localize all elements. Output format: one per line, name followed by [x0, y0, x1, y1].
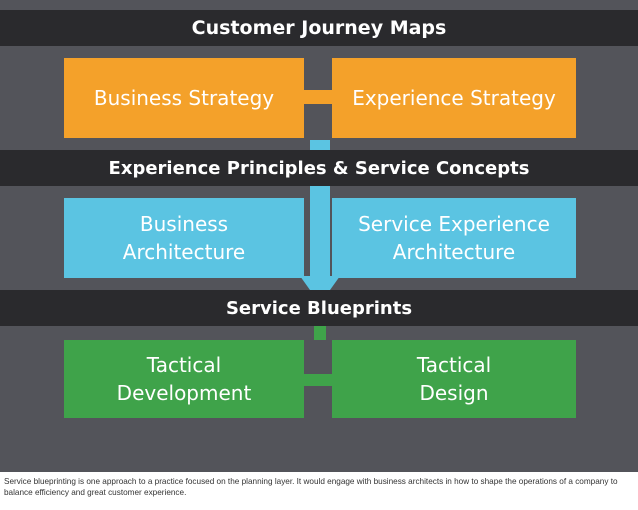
slide-caption: Service blueprinting is one approach to … [4, 477, 618, 497]
box-tactical-design: Tactical Design [332, 340, 576, 418]
band-service-blueprints: Service Blueprints [0, 290, 638, 326]
band-customer-journey-maps: Customer Journey Maps [0, 10, 638, 46]
orange-link [300, 90, 340, 104]
box-business-architecture-label: Business Architecture [122, 212, 246, 264]
diagram-slide: Customer Journey Maps Business Strategy … [0, 0, 638, 472]
band-middle-label: Experience Principles & Service Concepts [108, 157, 530, 179]
box-tactical-development: Tactical Development [64, 340, 304, 418]
box-service-experience-architecture: Service Experience Architecture [332, 198, 576, 278]
band-top-label: Customer Journey Maps [191, 17, 447, 39]
box-service-experience-architecture-label: Service Experience Architecture [358, 212, 550, 264]
box-experience-strategy-label: Experience Strategy [352, 86, 556, 110]
box-business-strategy: Business Strategy [64, 58, 304, 138]
box-business-architecture: Business Architecture [64, 198, 304, 278]
green-vertical-link [314, 326, 326, 340]
box-business-strategy-label: Business Strategy [93, 86, 275, 110]
box-tactical-design-label: Tactical Design [416, 353, 492, 405]
box-experience-strategy: Experience Strategy [332, 58, 576, 138]
box-tactical-development-label: Tactical Development [116, 353, 252, 405]
band-bottom-label: Service Blueprints [225, 297, 413, 319]
band-experience-principles: Experience Principles & Service Concepts [0, 150, 638, 186]
green-link [300, 374, 340, 386]
